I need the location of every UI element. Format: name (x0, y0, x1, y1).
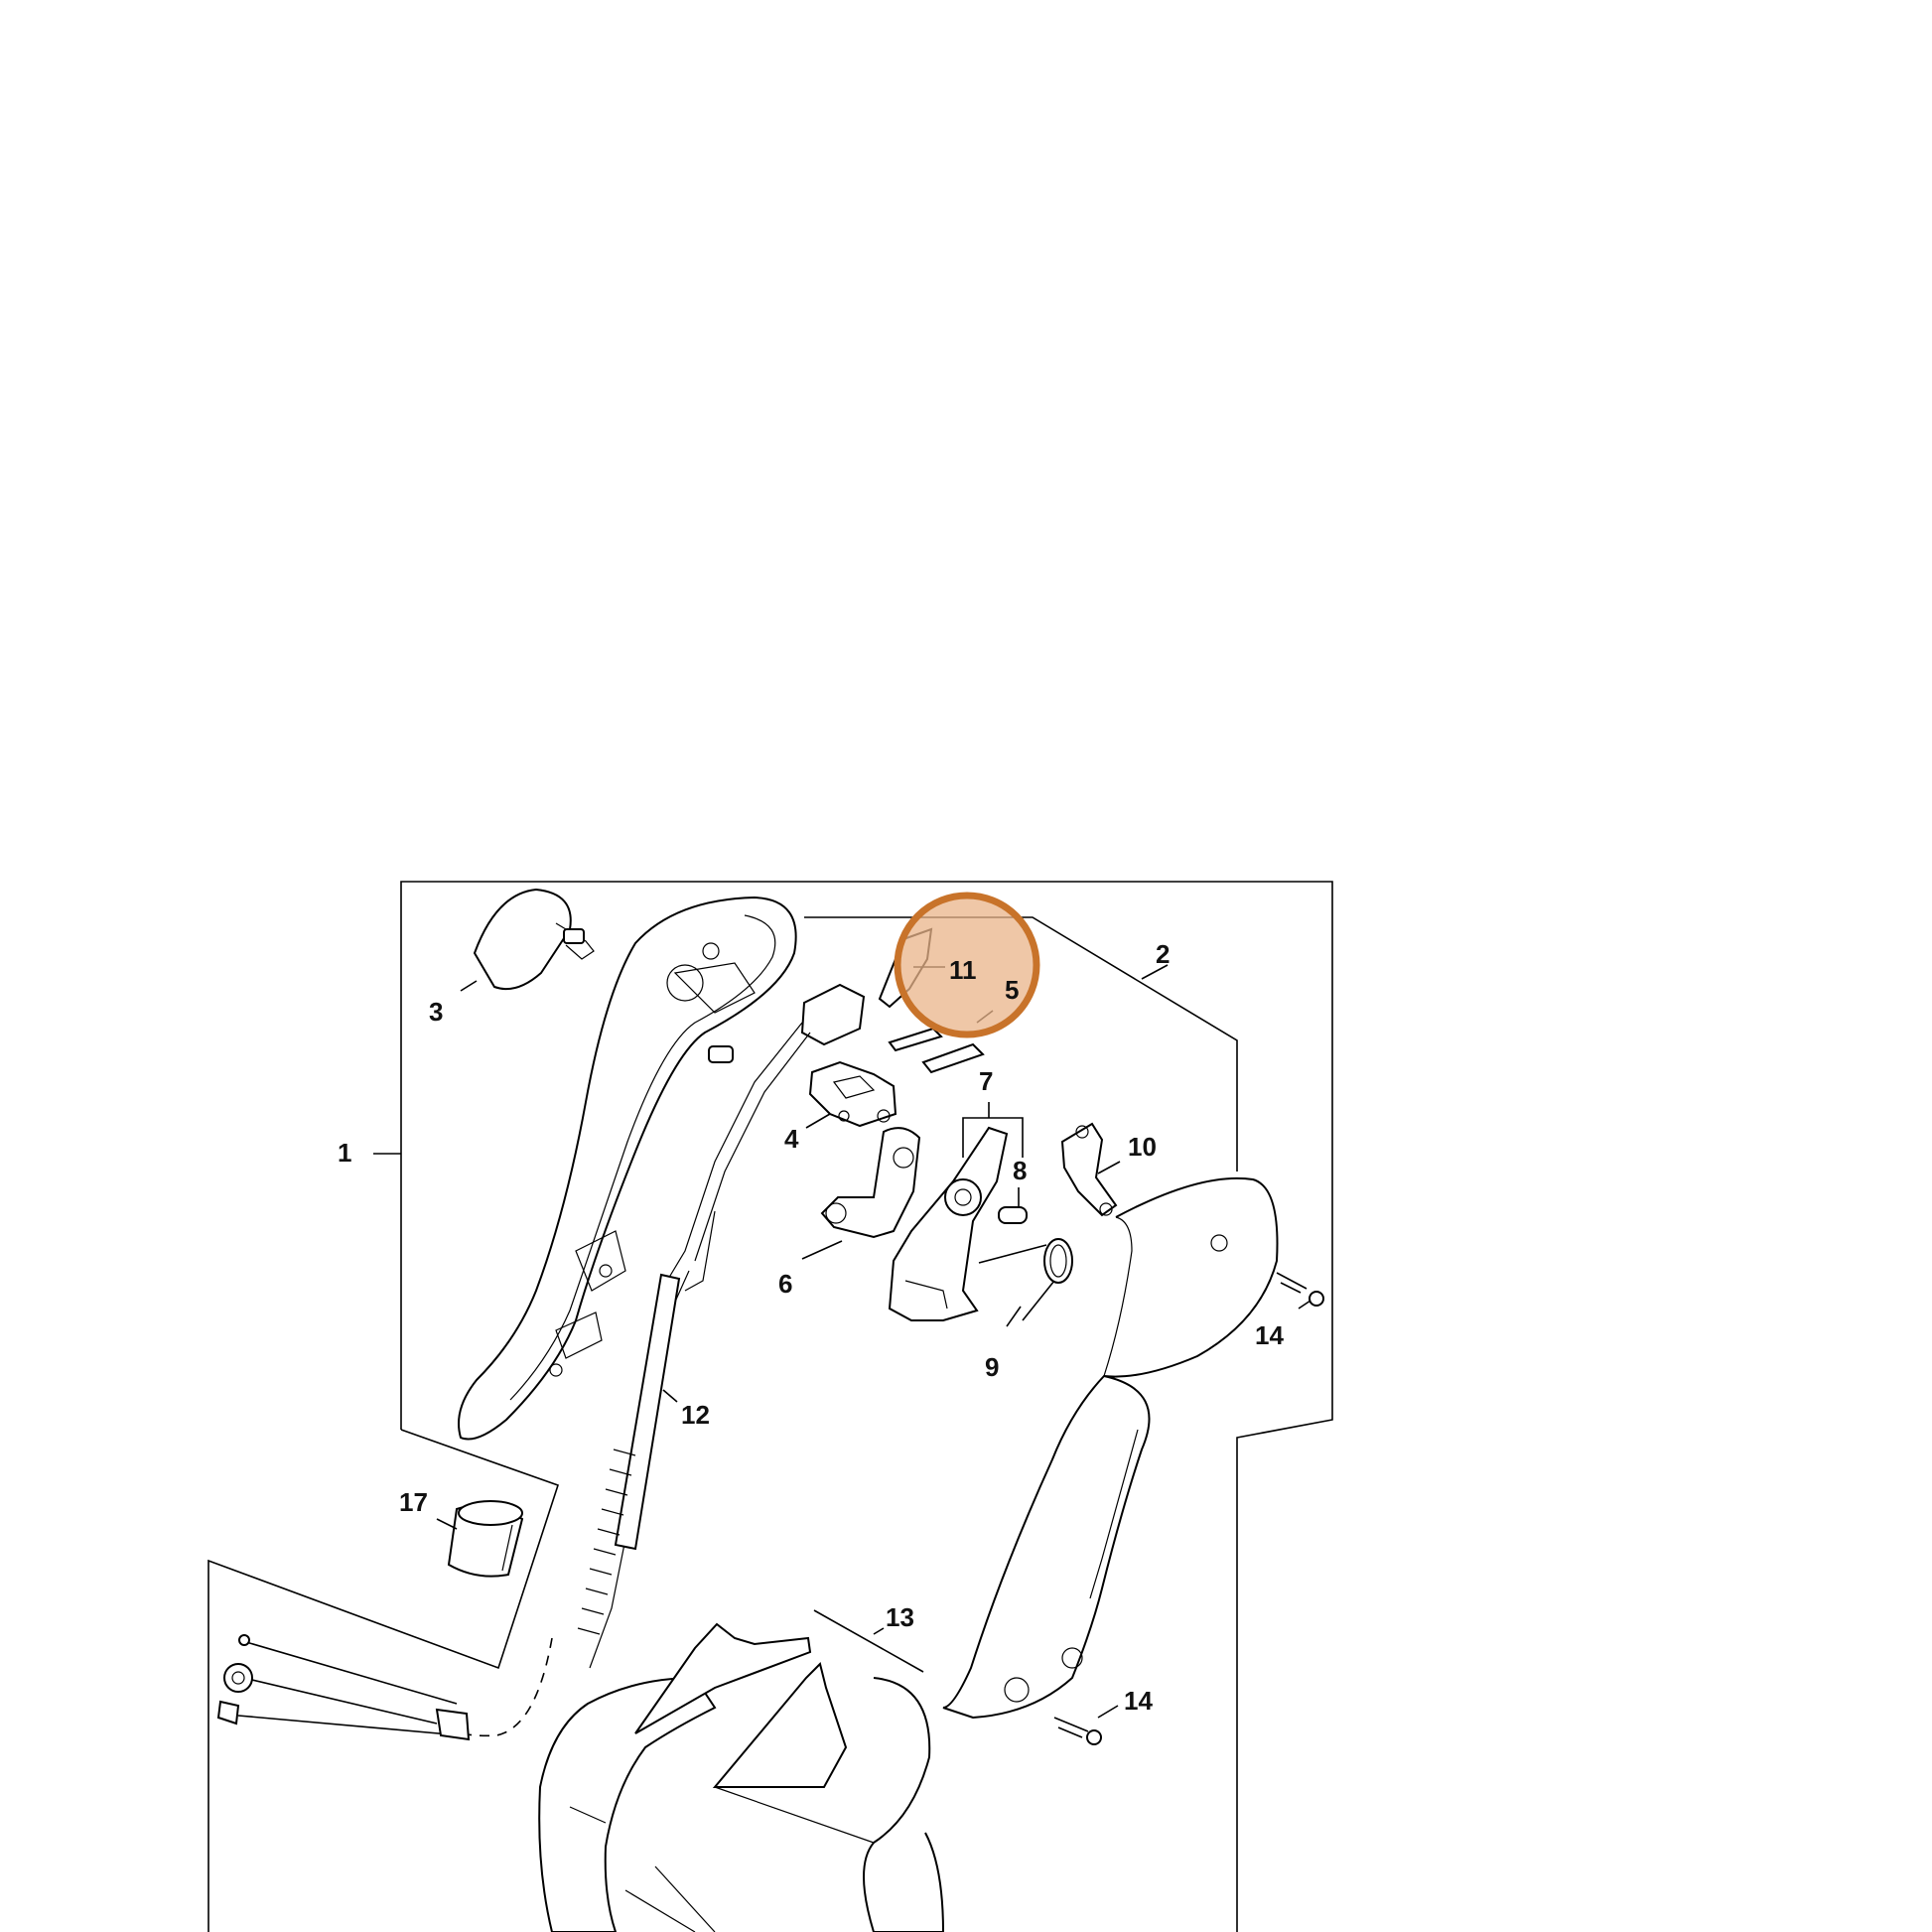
part-8-pin (998, 1206, 1028, 1224)
throttle-cable (216, 1634, 471, 1741)
part-12-cable-spring (436, 1273, 681, 1737)
callout-14-upper[interactable]: 14 (1255, 1320, 1284, 1350)
part-10-clip (1060, 1122, 1118, 1217)
part-7-trigger (888, 1126, 1009, 1321)
part-6-bracket (820, 1127, 921, 1239)
part-2-handle-shell (942, 1176, 1279, 1720)
callout-17[interactable]: 17 (399, 1487, 428, 1517)
callout-14-lower[interactable]: 14 (1124, 1686, 1153, 1716)
callout-11[interactable]: 11 (949, 955, 977, 985)
callout-labels: 1 2 3 4 5 6 7 8 9 10 11 12 13 14 14 17 (338, 939, 1284, 1716)
part-9-spring (978, 1238, 1073, 1321)
callout-1[interactable]: 1 (338, 1138, 351, 1168)
wiring-harness (589, 983, 866, 1669)
part-4-switch (808, 1060, 897, 1128)
callout-13[interactable]: 13 (886, 1602, 914, 1632)
callout-5[interactable]: 5 (1005, 975, 1019, 1005)
part-17-sleeve (447, 1500, 524, 1578)
callout-4[interactable]: 4 (784, 1124, 799, 1154)
part-14-screw-upper (1276, 1272, 1324, 1307)
callout-3[interactable]: 3 (429, 997, 443, 1027)
part-13-lower-housing (538, 1622, 945, 1932)
leader-lines (373, 964, 1311, 1719)
callout-8[interactable]: 8 (1013, 1156, 1027, 1185)
callout-6[interactable]: 6 (778, 1269, 792, 1299)
part-1-handle-housing (458, 896, 797, 1441)
highlight-circle[interactable] (894, 892, 1040, 1038)
callout-12[interactable]: 12 (681, 1400, 710, 1430)
callout-10[interactable]: 10 (1128, 1132, 1157, 1162)
part-14-screw-lower (1053, 1717, 1102, 1745)
callout-7[interactable]: 7 (979, 1066, 993, 1096)
callout-9[interactable]: 9 (985, 1352, 999, 1382)
part-5-pins (888, 1027, 985, 1074)
part-3-lever (473, 888, 595, 991)
callout-2[interactable]: 2 (1156, 939, 1170, 969)
